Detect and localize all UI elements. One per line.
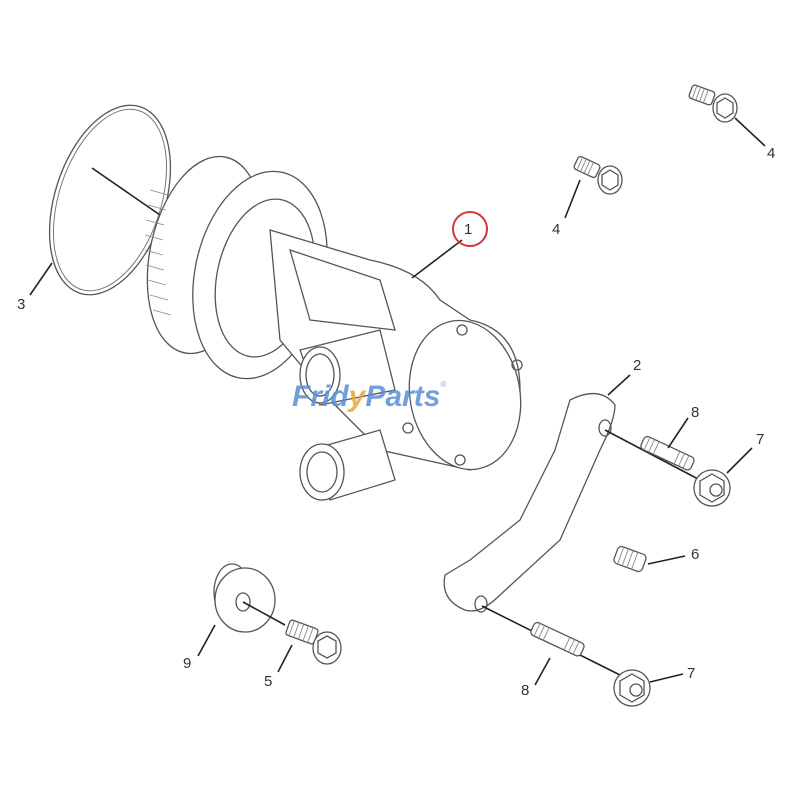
callout-6[interactable]: 6 <box>691 546 700 563</box>
callout-4b[interactable]: 4 <box>552 221 561 238</box>
callout-1[interactable]: 1 <box>464 221 473 238</box>
callout-5[interactable]: 5 <box>264 673 273 690</box>
bolt-part-4a <box>688 84 766 147</box>
isolator-part <box>197 563 286 657</box>
callout-2[interactable]: 2 <box>633 357 642 374</box>
watermark: FridyParts® <box>292 380 447 413</box>
highlight-circle <box>452 211 488 247</box>
callout-8b[interactable]: 8 <box>521 682 530 699</box>
water-pump-part <box>144 155 523 501</box>
bolt-part-5 <box>277 619 342 673</box>
callout-4a[interactable]: 4 <box>767 145 776 162</box>
stud-nut-lower <box>481 605 684 707</box>
callout-3[interactable]: 3 <box>17 296 26 313</box>
callout-9[interactable]: 9 <box>183 655 192 672</box>
bracket-part <box>443 374 631 613</box>
bolt-part-4b <box>564 155 623 219</box>
callout-7b[interactable]: 7 <box>687 665 696 682</box>
stud-nut-upper <box>604 417 753 507</box>
callout-7a[interactable]: 7 <box>756 431 765 448</box>
callout-8a[interactable]: 8 <box>691 404 700 421</box>
set-screw-part <box>613 545 686 573</box>
